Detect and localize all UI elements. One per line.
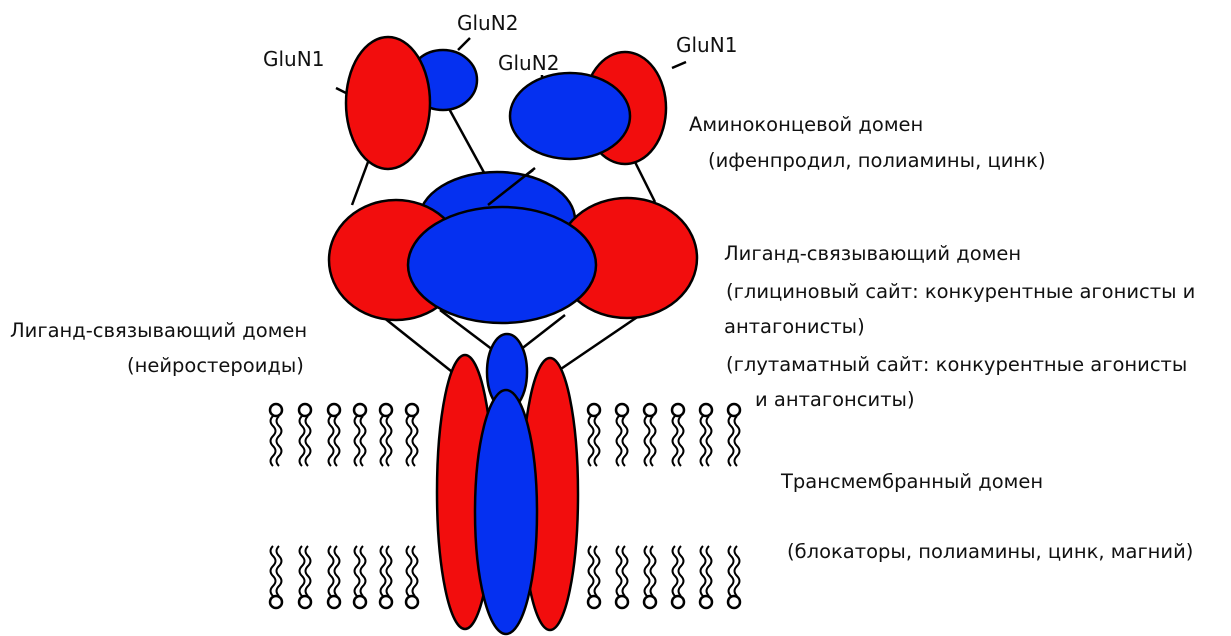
- atd-glun2-right: [510, 73, 630, 159]
- amino-domain-title: Аминоконцевой домен: [689, 113, 923, 136]
- atd-glun1-left: [346, 37, 430, 169]
- label-glun1-left: GluN1: [263, 47, 324, 71]
- lbd-glycine-site-2: антагонисты): [724, 315, 865, 338]
- lbd-glun2-front: [408, 207, 596, 323]
- label-glun2-right: GluN2: [498, 51, 559, 75]
- amino-domain-modulators: (ифенпродил, полиамины, цинк): [708, 149, 1046, 172]
- label-glun2-left: GluN2: [457, 11, 518, 35]
- membrane-right: [588, 404, 740, 608]
- tm-domain-modulators: (блокаторы, полиамины, цинк, магний): [787, 540, 1193, 563]
- lbd-glycine-site-1: (глициновый сайт: конкурентные агонисты …: [726, 280, 1195, 303]
- membrane-left: [270, 404, 418, 608]
- lbd-glutamate-site-1: (глутаматный сайт: конкурентные агонисты: [726, 353, 1187, 376]
- lbd-title: Лиганд-связывающий домен: [724, 242, 1021, 265]
- label-glun1-right: GluN1: [676, 33, 737, 57]
- lbd-left-modulators: (нейростероиды): [127, 354, 304, 377]
- lbd-left-title: Лиганд-связывающий домен: [10, 319, 307, 342]
- tmd-glun2-center: [475, 390, 537, 634]
- tm-domain-title: Трансмембранный домен: [780, 470, 1043, 493]
- lbd-glutamate-site-2: и антагонситы): [755, 388, 915, 411]
